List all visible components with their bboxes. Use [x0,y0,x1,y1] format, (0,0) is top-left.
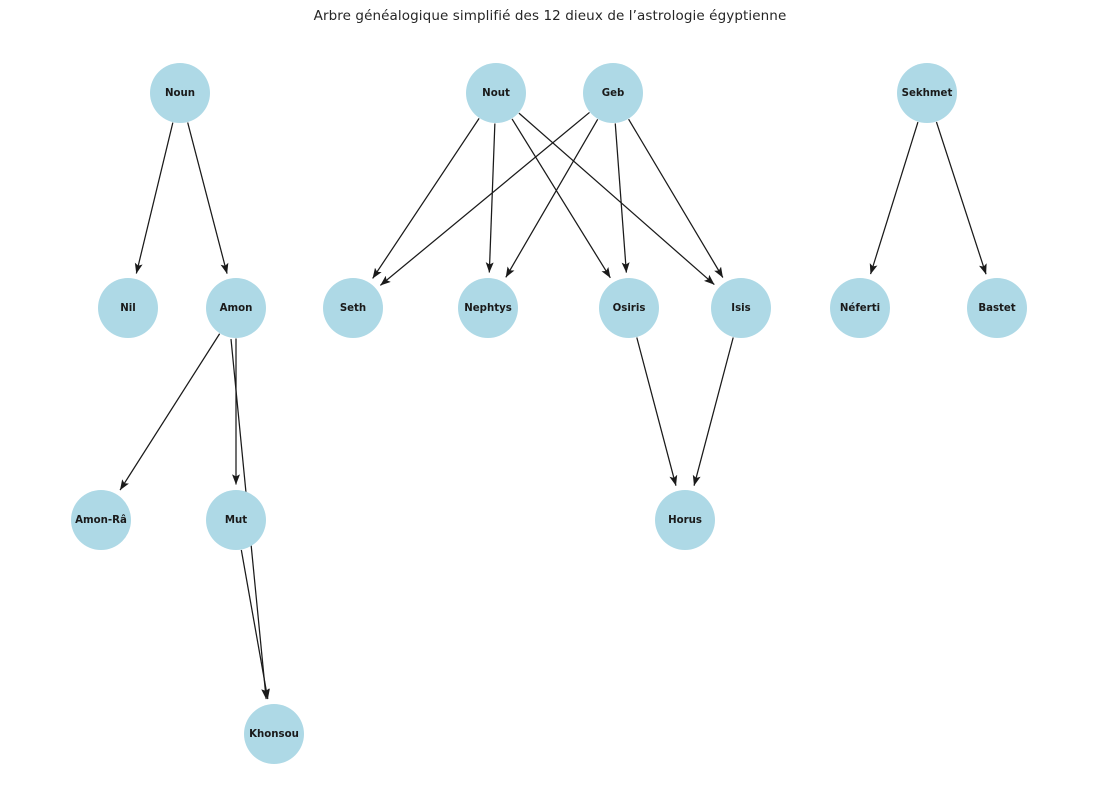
node-label-amon: Amon [220,303,253,314]
node-label-geb: Geb [602,88,625,99]
node-label-bastet: Bastet [978,303,1015,314]
node-label-amon-ra: Amon-Râ [75,514,127,526]
graph-node-amon-ra[interactable]: Amon-Râ [71,490,131,550]
node-label-seth: Seth [340,303,366,314]
graph-edge-noun-to-nil [134,122,174,274]
graph-node-khonsou[interactable]: Khonsou [244,704,304,764]
graph-node-neferti[interactable]: Néferti [830,278,890,338]
node-label-nephtys: Nephtys [464,303,512,314]
node-circle-mut[interactable] [206,490,266,550]
graph-edge-mut-to-khonsou [240,549,270,700]
node-label-sekhmet: Sekhmet [902,88,953,99]
graph-edge-sekhmet-to-neferti [869,121,919,275]
node-label-horus: Horus [668,515,702,526]
graph-edge-osiris-to-horus [636,337,678,486]
node-circle-osiris[interactable] [599,278,659,338]
node-label-osiris: Osiris [613,303,646,314]
graph-node-amon[interactable]: Amon [206,278,266,338]
graph-edge-nout-to-isis [518,112,715,286]
graph-edge-nout-to-seth [372,118,480,279]
node-circle-nephtys[interactable] [458,278,518,338]
graph-node-seth[interactable]: Seth [323,278,383,338]
graph-edge-geb-to-seth [379,111,590,286]
node-circle-khonsou[interactable] [244,704,304,764]
node-label-mut: Mut [225,515,247,526]
graph-edge-geb-to-nephtys [505,119,599,278]
graph-edge-isis-to-horus [692,337,734,486]
node-label-neferti: Néferti [840,302,880,314]
node-circle-nout[interactable] [466,63,526,123]
graph-node-geb[interactable]: Geb [583,63,643,123]
figure-title: Arbre généalogique simplifié des 12 dieu… [313,8,787,24]
graph-edge-noun-to-amon [187,122,229,274]
graph-node-nil[interactable]: Nil [98,278,158,338]
graph-edge-nout-to-nephtys [485,123,496,273]
graph-edge-geb-to-osiris [614,123,630,273]
graph-edge-amon-to-amon-ra [119,333,221,491]
graph-node-nephtys[interactable]: Nephtys [458,278,518,338]
graph-edge-sekhmet-to-bastet [935,121,987,275]
graph-edge-geb-to-isis [628,118,724,278]
graph-node-mut[interactable]: Mut [206,490,266,550]
graph-node-sekhmet[interactable]: Sekhmet [897,63,957,123]
node-label-noun: Noun [165,88,195,99]
node-circle-amon[interactable] [206,278,266,338]
node-circle-geb[interactable] [583,63,643,123]
node-circle-isis[interactable] [711,278,771,338]
graph-node-isis[interactable]: Isis [711,278,771,338]
node-circle-bastet[interactable] [967,278,1027,338]
edge-layer [119,111,987,700]
graph-edge-nout-to-osiris [511,118,611,279]
node-circle-sekhmet[interactable] [897,63,957,123]
graph-node-osiris[interactable]: Osiris [599,278,659,338]
node-circle-neferti[interactable] [830,278,890,338]
graph-node-bastet[interactable]: Bastet [967,278,1027,338]
graph-node-noun[interactable]: Noun [150,63,210,123]
node-label-khonsou: Khonsou [249,729,299,740]
node-circle-noun[interactable] [150,63,210,123]
node-circle-amon-ra[interactable] [71,490,131,550]
node-label-nout: Nout [482,88,510,99]
graph-node-nout[interactable]: Nout [466,63,526,123]
node-label-isis: Isis [731,303,750,314]
node-circle-seth[interactable] [323,278,383,338]
graph-node-horus[interactable]: Horus [655,490,715,550]
node-circle-nil[interactable] [98,278,158,338]
node-label-nil: Nil [120,303,136,314]
node-circle-horus[interactable] [655,490,715,550]
